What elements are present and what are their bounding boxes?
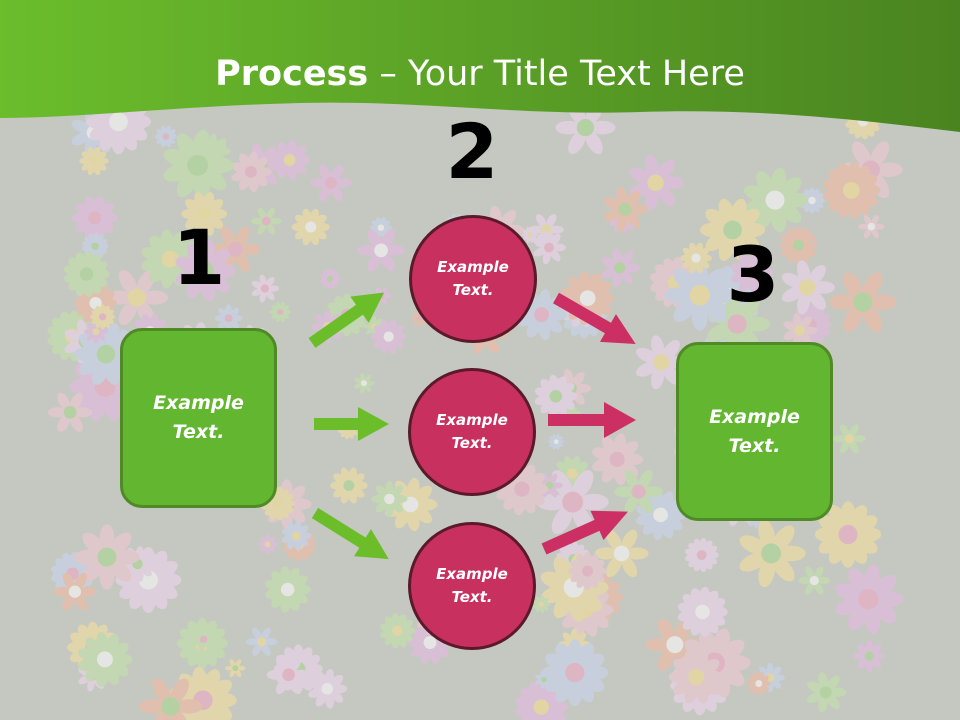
circle-bottom-line2: Text. [451, 588, 493, 606]
flower-decoration [79, 146, 109, 176]
flower-decoration [354, 372, 375, 394]
right-green-box: Example Text. [676, 342, 833, 521]
flower-decoration [541, 639, 609, 707]
flower-decoration [53, 572, 97, 611]
flower-decoration [257, 534, 278, 555]
flower-decoration [806, 672, 847, 713]
flower-decoration [814, 501, 882, 568]
right-box-line1: Example [709, 405, 800, 428]
flower-decoration [71, 195, 118, 240]
flower-decoration [739, 519, 806, 588]
step-number-1: 1 [172, 213, 226, 302]
flower-decoration [592, 433, 644, 486]
flower-decoration [832, 424, 866, 454]
flower-decoration [853, 640, 886, 672]
flower-decoration [214, 304, 243, 333]
flower-decoration [154, 125, 178, 148]
flower-decoration [231, 151, 272, 193]
circle-bottom: Example Text. [408, 522, 536, 650]
flower-decoration [677, 586, 728, 637]
flower-decoration [668, 650, 724, 704]
flower-decoration [281, 520, 312, 551]
flower-decoration [781, 260, 835, 315]
title-rest: – Your Title Text Here [368, 54, 745, 94]
flower-decoration [319, 268, 341, 289]
flower-decoration [548, 433, 565, 450]
flower-decoration [685, 538, 719, 573]
flower-decoration [798, 566, 831, 595]
flower-decoration [636, 335, 689, 390]
flower-decoration [370, 319, 407, 354]
flower-decoration [175, 240, 236, 302]
flower-decoration [614, 470, 664, 514]
circle-top: Example Text. [409, 215, 537, 343]
circle-middle-line1: Example [436, 411, 508, 429]
circle-top-line1: Example [437, 258, 509, 276]
slide-title: Process – Your Title Text Here [0, 52, 960, 96]
flower-decoration [533, 230, 567, 265]
flower-decoration [308, 668, 348, 709]
flower-decoration [78, 631, 133, 687]
flower-decoration [730, 251, 774, 295]
step-number-2: 2 [445, 107, 499, 196]
flower-decoration [63, 251, 110, 298]
flower-decoration [369, 217, 392, 239]
flower-decoration [47, 392, 93, 432]
left-box-line2: Text. [172, 421, 225, 443]
flower-decoration [357, 229, 405, 272]
flower-decoration [105, 270, 168, 326]
flower-decoration [251, 207, 282, 235]
right-box-line2: Text. [728, 434, 781, 457]
flower-decoration [371, 480, 408, 518]
flower-decoration [858, 215, 885, 239]
flower-decoration [521, 226, 539, 243]
flower-decoration [799, 187, 825, 214]
circle-bottom-line1: Example [436, 565, 508, 583]
flower-decoration [555, 101, 616, 155]
flower-decoration [629, 155, 684, 211]
left-green-box: Example Text. [120, 328, 277, 508]
flower-decoration [225, 659, 246, 678]
circle-middle: Example Text. [408, 368, 536, 496]
flower-decoration [680, 242, 712, 274]
flower-decoration [532, 595, 551, 614]
flower-decoration [746, 671, 771, 696]
flower-decoration [181, 192, 228, 236]
header-band [0, 0, 960, 132]
step-number-3: 3 [726, 230, 780, 319]
flower-decoration [515, 680, 568, 720]
flower-decoration [138, 678, 203, 720]
flower-decoration [601, 248, 640, 288]
flower-decoration [835, 564, 904, 634]
circle-middle-line2: Text. [451, 434, 493, 452]
flower-decoration [291, 208, 330, 246]
flower-decoration [90, 304, 116, 330]
flower-decoration [330, 467, 368, 504]
flower-decoration [311, 310, 345, 344]
flower-decoration [664, 259, 736, 331]
left-box-line1: Example [153, 392, 244, 414]
flower-decoration [829, 272, 897, 332]
flower-decoration [604, 187, 648, 232]
flower-decoration [310, 164, 352, 202]
flower-decoration [270, 139, 311, 181]
flower-decoration [269, 301, 291, 323]
flower-decoration [779, 226, 818, 265]
title-bold: Process [215, 54, 369, 94]
flower-decoration [192, 627, 217, 652]
flower-decoration [379, 612, 416, 649]
flower-decoration [823, 161, 881, 220]
flower-decoration [251, 274, 280, 303]
flower-decoration [534, 374, 578, 418]
flower-decoration [74, 524, 140, 590]
circle-top-line2: Text. [452, 281, 494, 299]
flower-decoration [265, 566, 312, 613]
flower-decoration [245, 627, 278, 656]
flower-decoration [535, 670, 554, 689]
flower-decoration [568, 551, 607, 591]
flower-decoration [266, 655, 311, 695]
